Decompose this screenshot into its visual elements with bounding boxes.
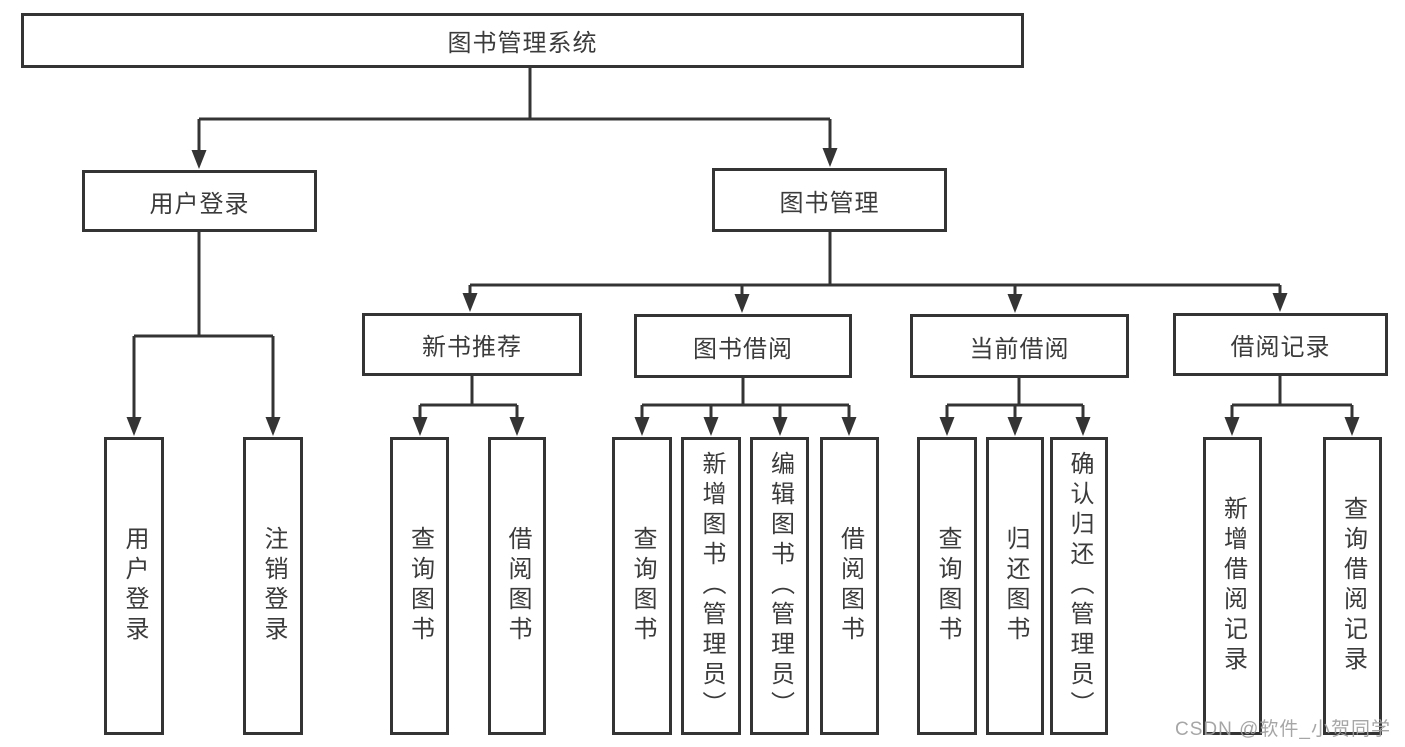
leaf-label: 借阅图书 (504, 526, 531, 646)
leaf-label: 查询图书 (934, 526, 961, 646)
leaf-label: 查询图书 (406, 526, 434, 646)
arrowhead-icon (412, 417, 428, 436)
leaf-query-borrow-record: 查询借阅记录 (1323, 437, 1382, 735)
leaf-borrow-books-recommend: 借阅图书 (488, 437, 546, 735)
connector-user-login (132, 232, 275, 419)
arrowhead-icon (1272, 293, 1288, 312)
leaf-label: 确认归还（管理员） (1066, 451, 1093, 721)
leaf-label: 借阅图书 (836, 526, 864, 646)
arrowhead-icon (265, 417, 281, 436)
connector-borrowing-records (1230, 376, 1354, 418)
leaf-label: 新增图书（管理员） (698, 451, 725, 721)
arrowhead-icon (191, 150, 207, 169)
leaf-query-books-current: 查询图书 (917, 437, 977, 735)
leaf-label: 用户登录 (121, 526, 148, 646)
arrowhead-icon (703, 417, 719, 436)
arrowhead-icon (1075, 417, 1091, 436)
leaf-add-borrow-record: 新增借阅记录 (1203, 437, 1262, 735)
arrowhead-icon (939, 417, 955, 436)
arrowhead-icon (1007, 417, 1023, 436)
leaf-query-books-borrowing: 查询图书 (612, 437, 672, 735)
arrowhead-icon (841, 417, 857, 436)
node-current-borrowing: 当前借阅 (910, 314, 1129, 378)
watermark: CSDN @软件_小贺同学 (1175, 719, 1391, 740)
connector-book-management (468, 232, 1282, 295)
arrowhead-icon (462, 293, 478, 312)
leaf-edit-book-admin: 编辑图书（管理员） (750, 437, 809, 735)
connector-new-book (418, 376, 519, 418)
arrowhead-icon (822, 148, 838, 167)
arrowhead-icon (1224, 417, 1240, 436)
arrowhead-icon (1007, 294, 1023, 313)
node-new-book-recommend: 新书推荐 (362, 313, 582, 376)
node-book-management: 图书管理 (712, 168, 947, 232)
leaf-label: 新增借阅记录 (1219, 496, 1247, 676)
leaf-label: 查询图书 (629, 526, 656, 646)
arrowhead-icon (772, 417, 788, 436)
leaf-query-books-recommend: 查询图书 (390, 437, 449, 735)
arrowhead-icon (734, 294, 750, 313)
leaf-label: 查询借阅记录 (1339, 496, 1367, 676)
leaf-logout: 注销登录 (243, 437, 303, 735)
arrowhead-icon (509, 417, 525, 436)
leaf-borrow-books-borrowing: 借阅图书 (820, 437, 879, 735)
node-user-login: 用户登录 (82, 170, 317, 232)
leaf-return-books: 归还图书 (986, 437, 1044, 735)
arrowhead-icon (1344, 417, 1360, 436)
leaf-label: 注销登录 (260, 526, 287, 646)
node-root: 图书管理系统 (21, 13, 1024, 68)
leaf-confirm-return-admin: 确认归还（管理员） (1050, 437, 1108, 735)
arrowhead-icon (634, 417, 650, 436)
node-book-borrowing: 图书借阅 (634, 314, 852, 378)
node-borrowing-records: 借阅记录 (1173, 313, 1388, 376)
connector-current-borrowing (945, 378, 1085, 418)
connector-book-borrowing (640, 378, 851, 418)
arrowhead-icon (126, 417, 142, 436)
leaf-label: 归还图书 (1002, 526, 1029, 646)
leaf-user-login: 用户登录 (104, 437, 164, 735)
leaf-label: 编辑图书（管理员） (766, 451, 794, 721)
leaf-add-book-admin: 新增图书（管理员） (681, 437, 741, 735)
connector-root (197, 68, 832, 152)
